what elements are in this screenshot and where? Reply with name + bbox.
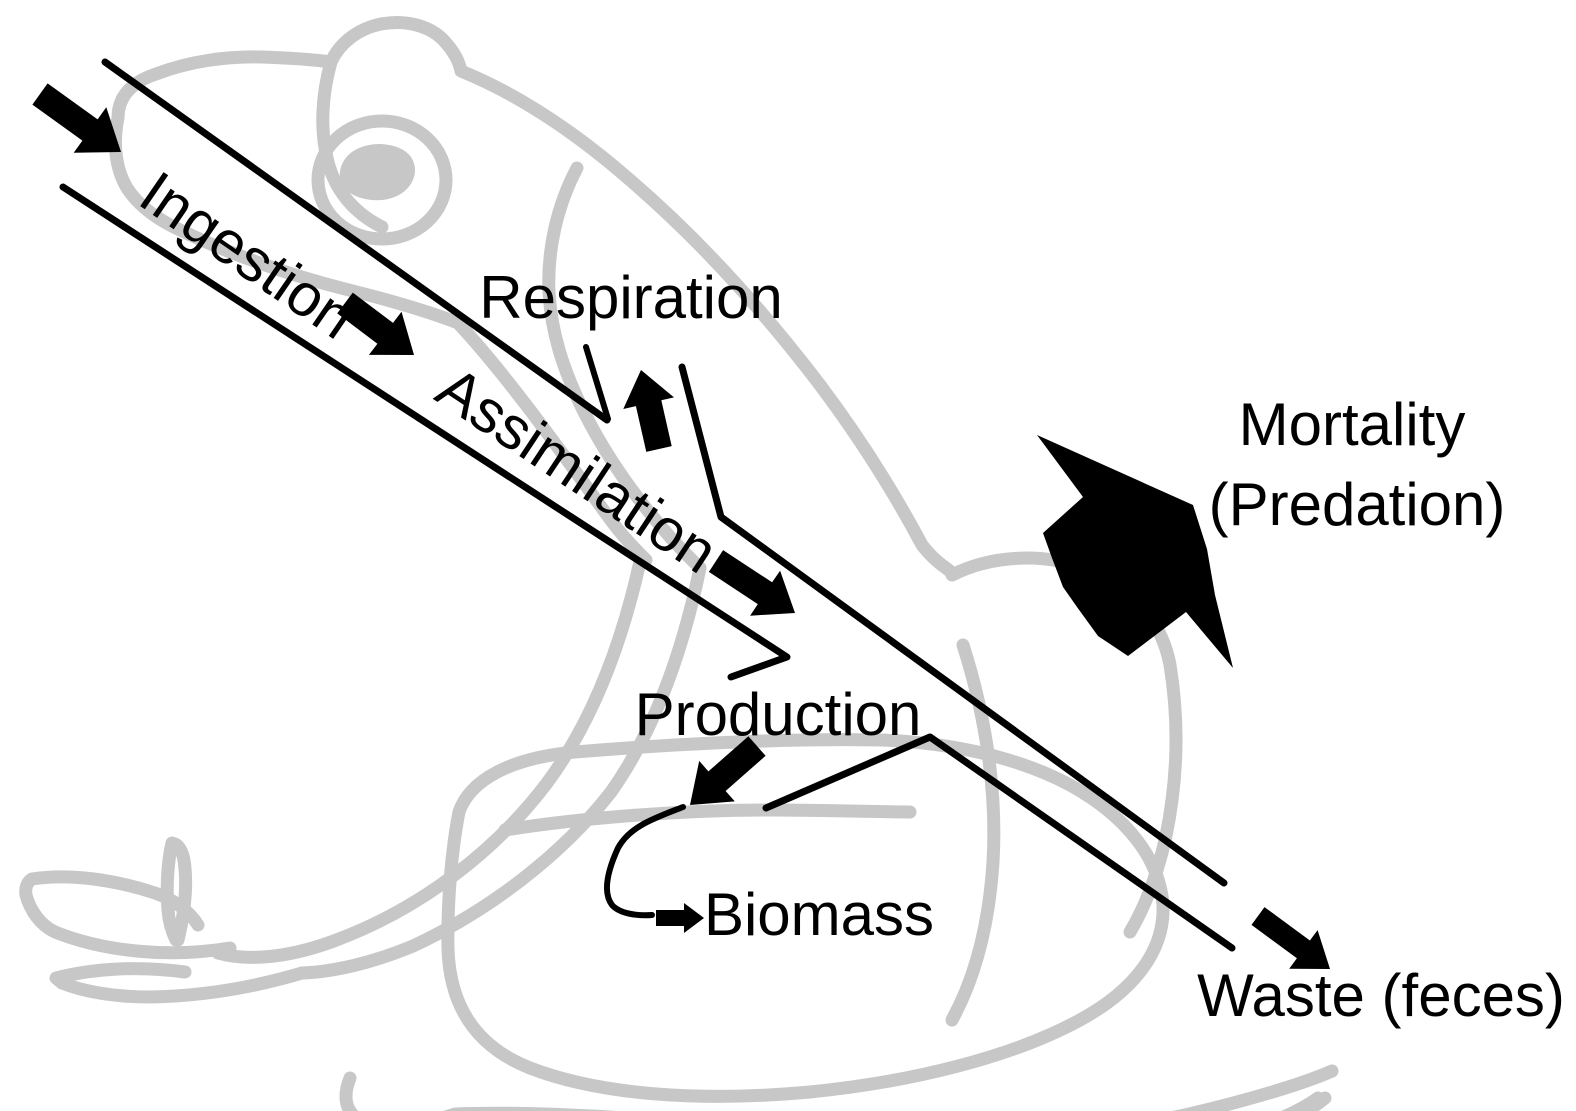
label-waste: Waste (feces): [1197, 962, 1565, 1029]
frog-mouth-line: [108, 111, 465, 330]
frog-front-leg-right: [295, 561, 707, 980]
frog-front-leg-left: [211, 550, 648, 964]
channel-lower-line-1: [59, 183, 791, 681]
frog-foot-toe: [1292, 1091, 1332, 1111]
channel-lower-line-2: [762, 733, 1236, 952]
label-respiration: Respiration: [479, 264, 783, 331]
ingestion-flow-arrow-icon: [337, 292, 414, 355]
frog-eye-icon: [311, 114, 453, 246]
frog-hand-lower-finger: [49, 962, 309, 1004]
assimilation-flow-arrow-icon: [708, 550, 795, 616]
energy-channel-lines: [59, 58, 1236, 952]
frog-hand-top-finger: [19, 870, 237, 960]
channel-upper-line-1: [101, 58, 611, 424]
frog-hand-thumb: [160, 836, 193, 947]
food-input-arrow-icon: [32, 83, 121, 153]
frog-shoulder-line: [542, 161, 707, 575]
waste-arrow-icon: [1251, 907, 1330, 969]
label-mortality-line2: (Predation): [1209, 471, 1506, 538]
frog-throat-line: [451, 316, 653, 567]
label-production: Production: [635, 681, 922, 748]
mortality-arrow-icon: [1037, 435, 1233, 668]
frog-pupil-icon: [339, 144, 416, 201]
frog-thigh: [441, 733, 1170, 1103]
label-biomass: Biomass: [704, 881, 934, 948]
respiration-arrow-icon: [623, 370, 674, 452]
frog-belly-fold: [498, 803, 917, 837]
flow-arrows: [32, 83, 1330, 969]
biomass-curve-line: [604, 804, 686, 919]
frog-head-back-line: [111, 16, 959, 580]
channel-upper-line-2: [678, 363, 1228, 887]
biomass-arrow-icon: [656, 903, 704, 933]
diagram-labels: Ingestion Assimilation Respiration Produ…: [128, 159, 1565, 1029]
respiration-pointer-line: [583, 344, 611, 422]
label-mortality-line1: Mortality: [1239, 391, 1466, 458]
production-arrow-icon: [690, 736, 766, 805]
